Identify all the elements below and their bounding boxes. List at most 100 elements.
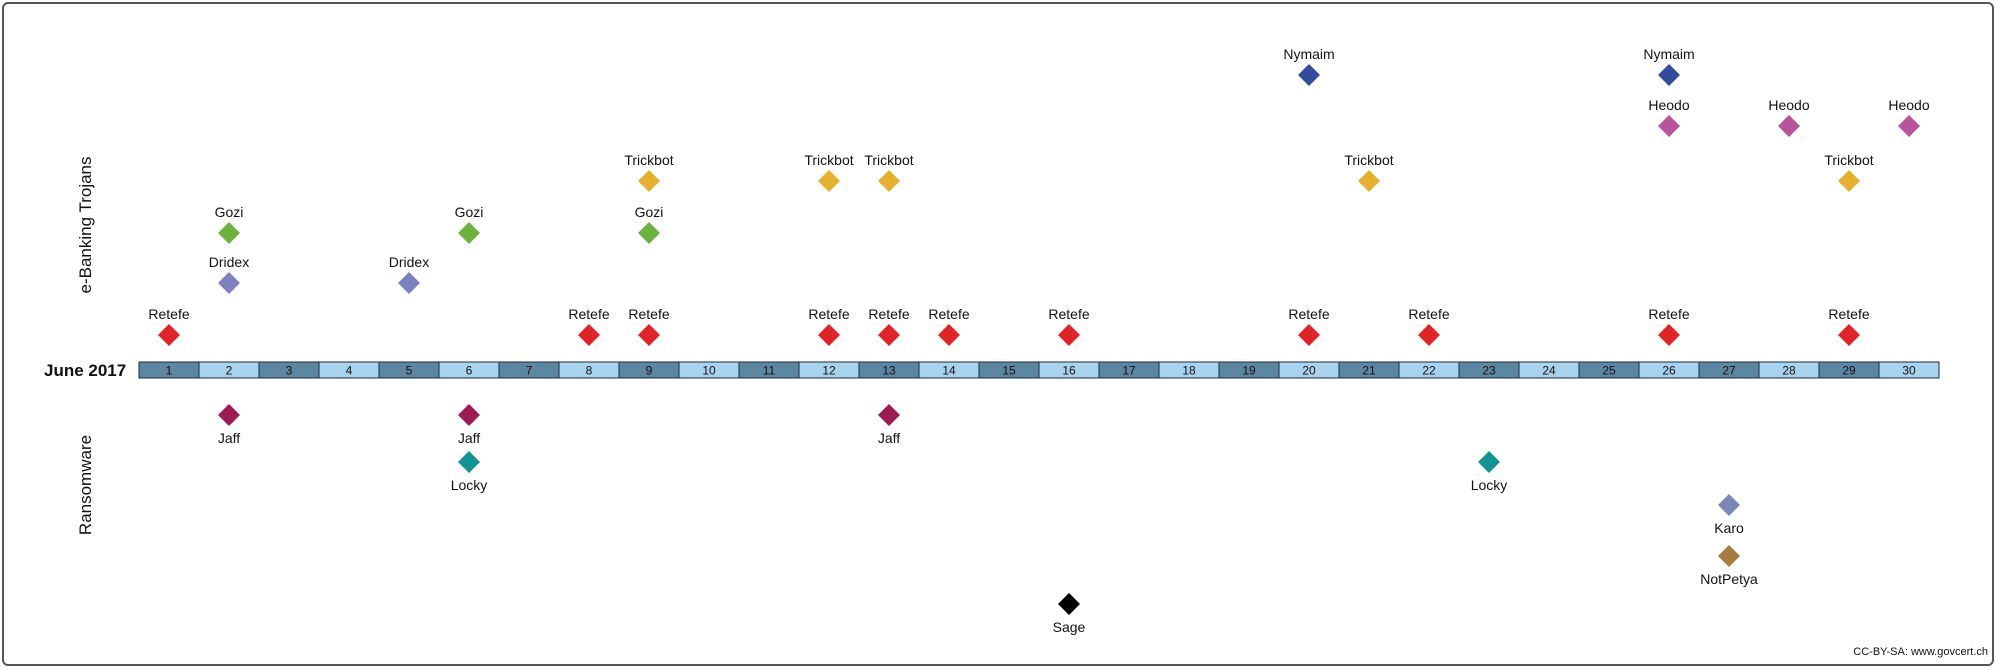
event-marker-retefe-day-14	[938, 324, 960, 346]
day-label-30: 30	[1902, 364, 1916, 378]
event-marker-retefe-day-13	[878, 324, 900, 346]
event-label-retefe-day-29: Retefe	[1828, 306, 1869, 322]
day-label-13: 13	[882, 364, 896, 378]
event-label-retefe-day-12: Retefe	[808, 306, 849, 322]
event-label-heodo-day-30: Heodo	[1888, 97, 1929, 113]
event-label-nymaim-day-20: Nymaim	[1283, 46, 1334, 62]
event-marker-retefe-day-29	[1838, 324, 1860, 346]
day-cell-30	[1878, 361, 1940, 379]
event-label-trickbot-day-21: Trickbot	[1344, 152, 1393, 168]
day-label-3: 3	[286, 364, 293, 378]
event-label-gozi-day-2: Gozi	[215, 204, 244, 220]
day-label-24: 24	[1542, 364, 1556, 378]
event-label-retefe-day-22: Retefe	[1408, 306, 1449, 322]
day-label-1: 1	[166, 364, 173, 378]
event-marker-retefe-day-8	[578, 324, 600, 346]
event-label-locky-day-23: Locky	[1471, 477, 1508, 493]
event-label-trickbot-day-9: Trickbot	[624, 152, 673, 168]
event-marker-gozi-day-6	[458, 222, 480, 244]
day-label-23: 23	[1482, 364, 1496, 378]
event-label-retefe-day-14: Retefe	[928, 306, 969, 322]
event-label-retefe-day-16: Retefe	[1048, 306, 1089, 322]
event-label-karo-day-27: Karo	[1714, 520, 1744, 536]
event-label-retefe-day-8: Retefe	[568, 306, 609, 322]
day-label-10: 10	[702, 364, 716, 378]
event-marker-heodo-day-26	[1658, 115, 1680, 137]
credit-text: CC-BY-SA: www.govcert.ch	[1853, 646, 1988, 658]
event-label-trickbot-day-12: Trickbot	[804, 152, 853, 168]
event-label-notpetya-day-27: NotPetya	[1700, 571, 1758, 587]
event-label-trickbot-day-29: Trickbot	[1824, 152, 1873, 168]
event-label-retefe-day-13: Retefe	[868, 306, 909, 322]
event-label-retefe-day-26: Retefe	[1648, 306, 1689, 322]
event-marker-trickbot-day-12	[818, 170, 840, 192]
event-marker-retefe-day-12	[818, 324, 840, 346]
day-label-26: 26	[1662, 364, 1676, 378]
day-label-18: 18	[1182, 364, 1196, 378]
event-label-nymaim-day-26: Nymaim	[1643, 46, 1694, 62]
event-marker-karo-day-27	[1718, 494, 1740, 516]
event-marker-gozi-day-9	[638, 222, 660, 244]
event-marker-gozi-day-2	[218, 222, 240, 244]
event-label-dridex-day-5: Dridex	[389, 254, 429, 270]
event-label-dridex-day-2: Dridex	[209, 254, 249, 270]
event-label-heodo-day-28: Heodo	[1768, 97, 1809, 113]
event-marker-trickbot-day-13	[878, 170, 900, 192]
event-label-jaff-day-13: Jaff	[878, 430, 900, 446]
event-marker-jaff-day-13	[878, 404, 900, 426]
event-marker-locky-day-6	[458, 451, 480, 473]
event-marker-retefe-day-9	[638, 324, 660, 346]
event-label-heodo-day-26: Heodo	[1648, 97, 1689, 113]
event-marker-locky-day-23	[1478, 451, 1500, 473]
day-label-20: 20	[1302, 364, 1316, 378]
event-marker-dridex-day-5	[398, 272, 420, 294]
event-marker-retefe-day-1	[158, 324, 180, 346]
event-label-gozi-day-9: Gozi	[635, 204, 664, 220]
event-label-retefe-day-1: Retefe	[148, 306, 189, 322]
event-marker-notpetya-day-27	[1718, 545, 1740, 567]
day-label-22: 22	[1422, 364, 1436, 378]
day-label-14: 14	[942, 364, 956, 378]
day-label-11: 11	[763, 364, 776, 378]
day-label-6: 6	[466, 364, 473, 378]
day-label-7: 7	[526, 364, 533, 378]
event-marker-retefe-day-26	[1658, 324, 1680, 346]
event-marker-trickbot-day-21	[1358, 170, 1380, 192]
event-marker-nymaim-day-26	[1658, 64, 1680, 86]
event-label-jaff-day-2: Jaff	[218, 430, 240, 446]
day-label-8: 8	[586, 364, 593, 378]
day-label-4: 4	[346, 364, 353, 378]
event-marker-dridex-day-2	[218, 272, 240, 294]
event-marker-heodo-day-30	[1898, 115, 1920, 137]
event-marker-trickbot-day-9	[638, 170, 660, 192]
day-label-12: 12	[822, 364, 836, 378]
event-marker-jaff-day-2	[218, 404, 240, 426]
event-marker-retefe-day-22	[1418, 324, 1440, 346]
day-label-21: 21	[1362, 364, 1376, 378]
event-marker-retefe-day-20	[1298, 324, 1320, 346]
event-label-retefe-day-20: Retefe	[1288, 306, 1329, 322]
event-label-retefe-day-9: Retefe	[628, 306, 669, 322]
event-label-sage-day-16: Sage	[1053, 619, 1086, 635]
day-label-28: 28	[1782, 364, 1796, 378]
event-marker-retefe-day-16	[1058, 324, 1080, 346]
event-label-locky-day-6: Locky	[451, 477, 488, 493]
day-label-27: 27	[1722, 364, 1736, 378]
day-label-5: 5	[406, 364, 413, 378]
event-marker-jaff-day-6	[458, 404, 480, 426]
event-label-trickbot-day-13: Trickbot	[864, 152, 913, 168]
day-label-29: 29	[1842, 364, 1856, 378]
month-label: June 2017	[44, 361, 127, 380]
event-marker-sage-day-16	[1058, 593, 1080, 615]
event-marker-heodo-day-28	[1778, 115, 1800, 137]
day-label-2: 2	[226, 364, 233, 378]
event-label-gozi-day-6: Gozi	[455, 204, 484, 220]
day-label-17: 17	[1122, 364, 1136, 378]
day-label-15: 15	[1002, 364, 1016, 378]
event-marker-nymaim-day-20	[1298, 64, 1320, 86]
event-label-jaff-day-6: Jaff	[458, 430, 480, 446]
day-label-9: 9	[646, 364, 653, 378]
day-label-16: 16	[1062, 364, 1076, 378]
